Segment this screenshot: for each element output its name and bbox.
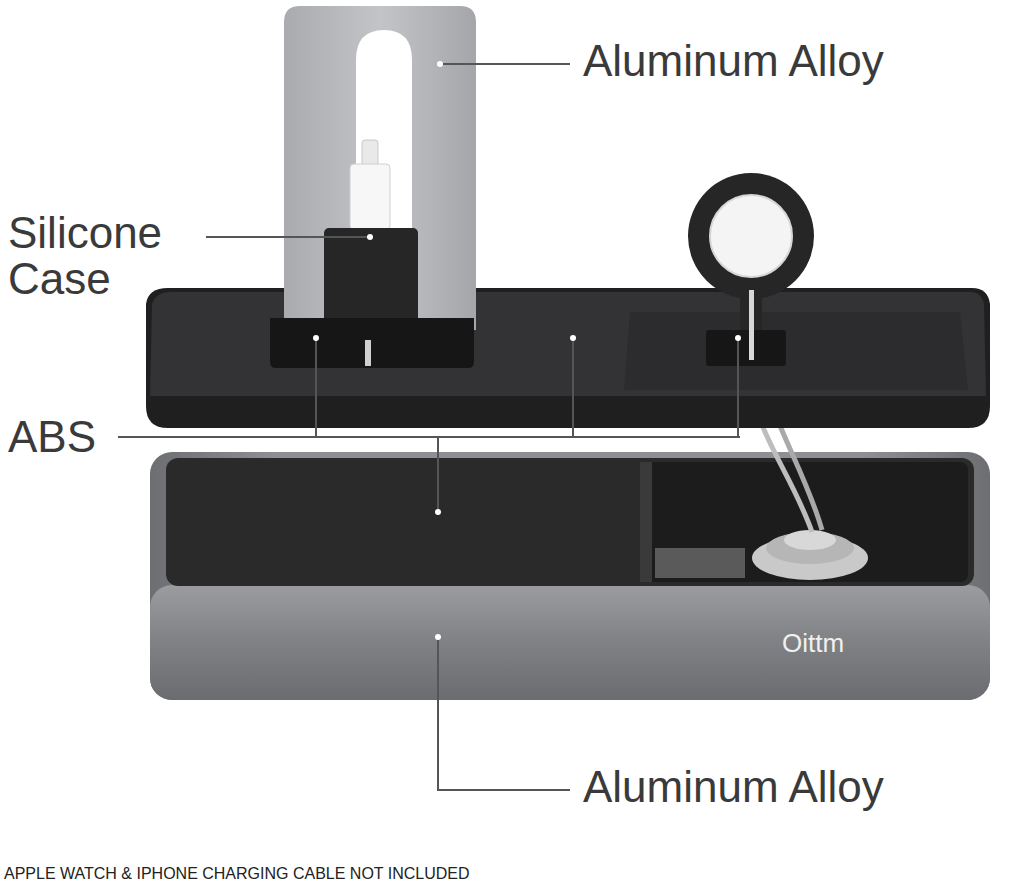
base-housing (150, 452, 990, 700)
watch-charger-puck (710, 195, 792, 277)
part-name: Aluminum Alloy (583, 38, 884, 84)
brand-logo: Oittm (782, 630, 844, 657)
note: APPLE WATCH & IPHONE CHARGING CABLE NOT … (4, 866, 470, 883)
part-name: Silicone Case (8, 210, 203, 302)
cable (749, 290, 754, 360)
base-tray (166, 458, 974, 586)
base-front (150, 585, 990, 700)
watch-holder-base (706, 330, 786, 366)
cable-coil (784, 530, 836, 550)
part-name: ABS (8, 414, 96, 460)
top-plate-surface (150, 292, 986, 396)
part-name: Aluminum Alloy (583, 764, 884, 810)
leader-lines (118, 64, 740, 790)
watch-recess (624, 312, 968, 390)
compartment-wall (640, 462, 652, 582)
silicone-case (324, 228, 418, 332)
cable (365, 340, 371, 366)
phone-holder (270, 318, 474, 368)
top-plate (146, 288, 990, 428)
watch-holder (688, 173, 814, 299)
leader-dots (313, 61, 741, 640)
compartment-step (655, 548, 745, 578)
lightning-connector (350, 164, 390, 230)
